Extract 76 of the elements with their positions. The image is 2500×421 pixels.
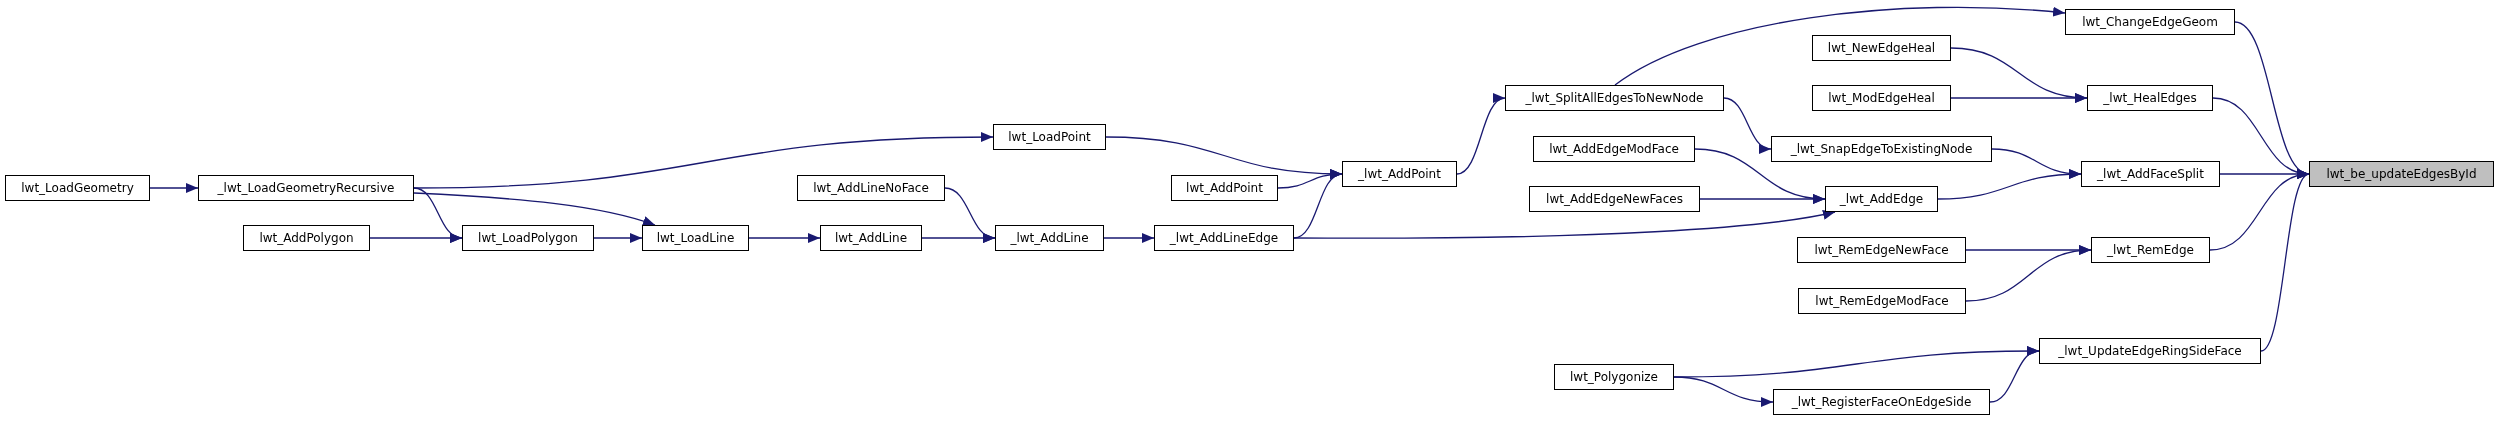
function-name: lwt_NewEdgeHeal bbox=[1827, 41, 1936, 55]
function-box bbox=[1554, 364, 1674, 390]
function-box bbox=[2087, 85, 2213, 111]
arrow bbox=[1699, 194, 1826, 204]
function-box bbox=[1771, 136, 1992, 162]
function-name: lwt_be_updateEdgesById bbox=[2326, 167, 2477, 181]
function-box bbox=[820, 225, 922, 251]
arrow bbox=[1103, 233, 1155, 243]
function-box bbox=[1171, 175, 1278, 201]
function-box bbox=[2309, 161, 2494, 187]
arrow bbox=[1673, 376, 1774, 407]
function-name: _lwt_HealEdges bbox=[2103, 91, 2197, 105]
function-name: _lwt_RegisterFaceOnEdgeSide bbox=[1791, 395, 1972, 409]
function-box bbox=[1825, 186, 1938, 212]
function-name: lwt_LoadLine bbox=[656, 231, 735, 245]
function-box bbox=[1812, 85, 1951, 111]
function-name: _lwt_LoadGeometryRecursive bbox=[217, 181, 395, 195]
function-name: _lwt_UpdateEdgeRingSideFace bbox=[2058, 344, 2242, 358]
function-box bbox=[797, 175, 945, 201]
arrow bbox=[921, 233, 996, 243]
function-name: _lwt_AddFaceSplit bbox=[2097, 167, 2204, 181]
function-name: _lwt_AddLine bbox=[1010, 231, 1089, 245]
function-box bbox=[2065, 9, 2235, 35]
function-box bbox=[2039, 338, 2261, 364]
function-box bbox=[1529, 186, 1700, 212]
function-name: _lwt_RemEdge bbox=[2107, 243, 2194, 257]
function-name: _lwt_SplitAllEdgesToNewNode bbox=[1525, 91, 1704, 105]
function-box bbox=[1533, 136, 1695, 162]
function-name: lwt_LoadGeometry bbox=[21, 181, 134, 195]
function-name: lwt_LoadPoint bbox=[1008, 130, 1091, 144]
function-box bbox=[995, 225, 1104, 251]
function-name: _lwt_AddLineEdge bbox=[1169, 231, 1279, 245]
arrow bbox=[1456, 96, 1506, 175]
function-box bbox=[2081, 161, 2220, 187]
function-box bbox=[1797, 237, 1966, 263]
arrow bbox=[413, 132, 994, 189]
function-name: lwt_AddLineNoFace bbox=[813, 181, 929, 195]
arrow bbox=[369, 233, 463, 243]
arrow bbox=[1989, 348, 2040, 403]
function-name: lwt_ModEdgeHeal bbox=[1828, 91, 1935, 105]
function-name: lwt_ChangeEdgeGeom bbox=[2082, 15, 2218, 29]
function-box bbox=[243, 225, 370, 251]
function-box bbox=[993, 124, 1106, 150]
function-box bbox=[1342, 161, 1457, 187]
arrow bbox=[1614, 6, 2066, 86]
arrow bbox=[1965, 245, 2092, 302]
function-name: lwt_RemEdgeNewFace bbox=[1814, 243, 1949, 257]
function-name: lwt_Polygonize bbox=[1570, 370, 1658, 384]
arrow bbox=[1950, 93, 2088, 103]
function-name: lwt_AddEdgeModFace bbox=[1549, 142, 1679, 156]
function-box bbox=[1505, 85, 1724, 111]
function-box bbox=[1812, 35, 1951, 61]
arrow bbox=[1723, 97, 1772, 152]
function-name: lwt_LoadPolygon bbox=[478, 231, 578, 245]
arrow bbox=[1937, 169, 2082, 200]
arrow bbox=[413, 192, 656, 226]
function-box bbox=[642, 225, 749, 251]
function-name: _lwt_AddPoint bbox=[1358, 167, 1441, 181]
function-name: lwt_AddEdgeNewFaces bbox=[1546, 192, 1683, 206]
function-box bbox=[2091, 237, 2210, 263]
arrow bbox=[593, 233, 643, 243]
function-name: lwt_AddLine bbox=[834, 231, 908, 245]
arrow bbox=[1293, 209, 1836, 239]
function-name: _lwt_AddEdge bbox=[1839, 192, 1924, 206]
function-name: lwt_RemEdgeModFace bbox=[1815, 294, 1949, 308]
function-name: lwt_AddPoint bbox=[1186, 181, 1263, 195]
function-box bbox=[1798, 288, 1966, 314]
function-box bbox=[1154, 225, 1294, 251]
arrow bbox=[748, 233, 821, 243]
function-name: lwt_AddPolygon bbox=[259, 231, 354, 245]
function-name: _lwt_SnapEdgeToExistingNode bbox=[1790, 142, 1973, 156]
function-box bbox=[5, 175, 150, 201]
function-box bbox=[198, 175, 414, 201]
function-box bbox=[1773, 389, 1990, 415]
arrow bbox=[149, 183, 199, 193]
function-box bbox=[462, 225, 594, 251]
